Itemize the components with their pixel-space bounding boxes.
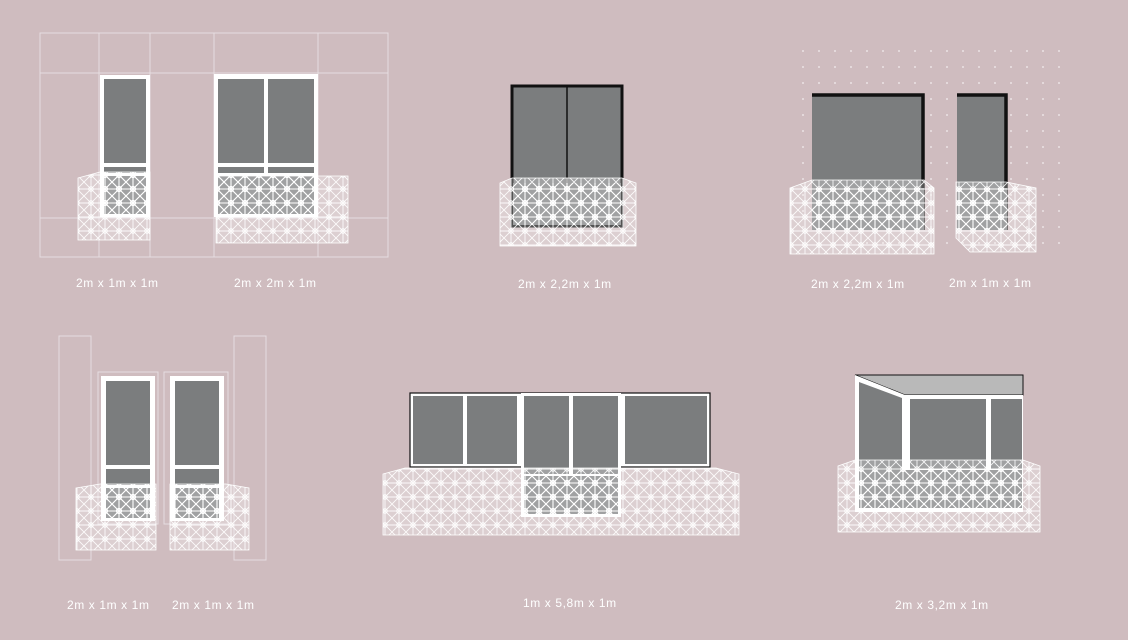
dimension-label-f1: 2m x 3,2m x 1m	[895, 598, 989, 612]
variant-d2-balcony	[169, 376, 250, 551]
dimension-label-a2: 2m x 2m x 1m	[234, 276, 317, 290]
dimension-label-d2: 2m x 1m x 1m	[172, 598, 255, 612]
variant-a1-balcony	[77, 75, 151, 241]
variant-a2-balcony	[214, 74, 349, 244]
dimension-label-e1: 1m x 5,8m x 1m	[523, 596, 617, 610]
dimension-label-d1: 2m x 1m x 1m	[67, 598, 150, 612]
dimension-label-c1: 2m x 2,2m x 1m	[811, 277, 905, 291]
variant-b1-balcony	[499, 84, 637, 247]
dimension-label-c2: 2m x 1m x 1m	[949, 276, 1032, 290]
variant-c2-balcony	[955, 93, 1037, 253]
variant-e1-balcony	[382, 392, 740, 536]
variant-c1-balcony	[789, 93, 935, 255]
dimension-label-b1: 2m x 2,2m x 1m	[518, 277, 612, 291]
variant-f1-balcony	[837, 374, 1041, 533]
variant-d1-balcony	[75, 376, 157, 551]
dimension-label-a1: 2m x 1m x 1m	[76, 276, 159, 290]
